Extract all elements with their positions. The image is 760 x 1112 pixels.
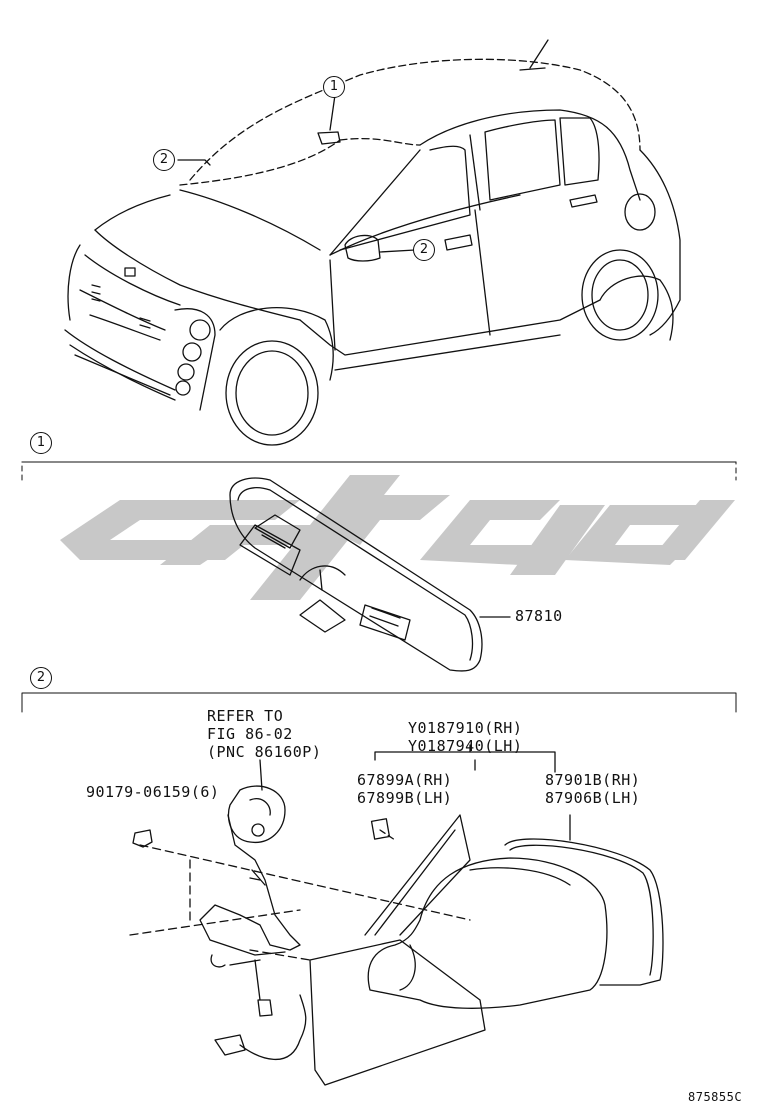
part-label-assy-rh: Y0187910(RH) — [408, 719, 523, 737]
callout-1-inner-mirror: 1 — [323, 76, 345, 98]
callout-2-door-mirror: 2 — [413, 239, 435, 261]
part-label-inner-mirror: 87810 — [515, 607, 563, 625]
refer-note-line3: (PNC 86160P) — [207, 743, 322, 761]
callout-text: 1 — [36, 435, 46, 450]
outer-mirror-illustration — [129, 759, 664, 1086]
part-label-assy-lh: Y0187940(LH) — [408, 737, 523, 755]
callout-text: 2 — [36, 670, 46, 685]
part-label-cover-rh: 67899A(RH) — [357, 771, 453, 789]
section-2-marker: 2 — [30, 667, 52, 689]
section-1-marker: 1 — [30, 432, 52, 454]
part-label-cover-lh: 67899B(LH) — [357, 789, 453, 807]
car-illustration — [64, 39, 681, 446]
callout-text: 2 — [419, 242, 429, 257]
watermark-logo — [60, 475, 735, 600]
part-label-glass-lh: 87906B(LH) — [545, 789, 641, 807]
part-label-glass-rh: 87901B(RH) — [545, 771, 641, 789]
refer-note-line1: REFER TO — [207, 707, 284, 725]
callout-text: 1 — [329, 79, 339, 94]
inner-mirror-illustration — [229, 477, 511, 672]
part-label-screw: 90179-06159(6) — [86, 783, 220, 801]
callout-2-left: 2 — [153, 149, 175, 171]
refer-note-line2: FIG 86-02 — [207, 725, 293, 743]
callout-text: 2 — [159, 152, 169, 167]
figure-id: 875855C — [688, 1090, 743, 1104]
